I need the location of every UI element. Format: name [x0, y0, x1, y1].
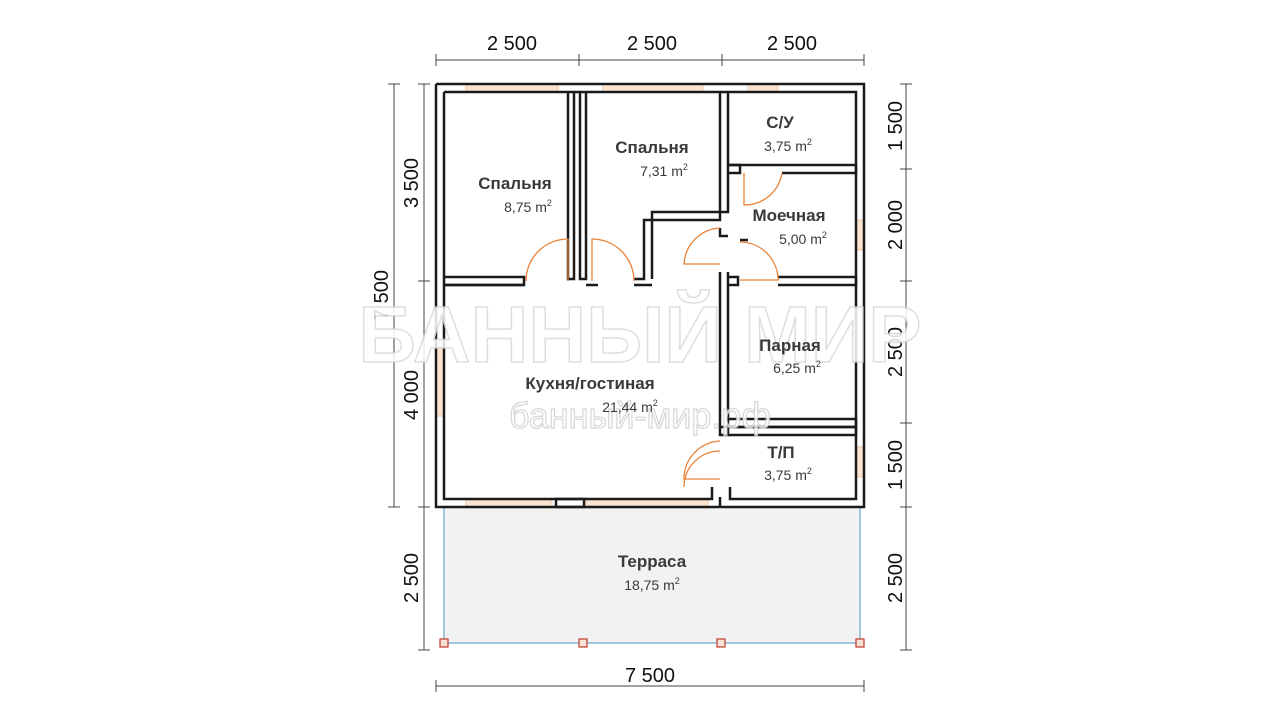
- room-steam: Парная 6,25 m2: [759, 336, 821, 376]
- room-name: Моечная: [752, 206, 825, 225]
- room-name: Т/П: [767, 443, 794, 462]
- door-corridor: [683, 227, 721, 265]
- room-area: 7,31 m2: [640, 162, 688, 179]
- room-name: Спальня: [478, 174, 551, 193]
- terrace-post: [578, 638, 588, 648]
- door-entrance: [683, 450, 721, 488]
- walls: [434, 82, 866, 509]
- wall-bottom-pillar: [554, 497, 586, 509]
- room-wash: Моечная 5,00 m2: [752, 206, 826, 247]
- dim-right-1500-bottom: 1 500: [885, 440, 907, 490]
- room-area: 21,44 m2: [602, 398, 658, 415]
- wall-wc-bottom: [728, 163, 858, 175]
- room-area: 3,75 m2: [764, 466, 812, 483]
- terrace-area: [444, 507, 860, 643]
- terrace-post: [716, 638, 726, 648]
- watermark-site: банный-мир.рф: [509, 395, 771, 436]
- room-kitchen: Кухня/гостиная 21,44 m2: [525, 374, 657, 415]
- room-area: 18,75 m2: [624, 576, 680, 593]
- dim-right-1500-top: 1 500: [885, 101, 907, 151]
- dim-right-2500-terrace: 2 500: [885, 553, 907, 603]
- room-area: 8,75 m2: [504, 198, 552, 215]
- wall-kitchen-right-b: [728, 275, 740, 287]
- terrace-post: [439, 638, 449, 648]
- wall-wc-left: [728, 163, 742, 175]
- outer-wall: [434, 82, 866, 509]
- wall-bedroom-partition: [566, 92, 576, 281]
- dim-top-1: 2 500: [487, 33, 537, 55]
- room-tech: Т/П 3,75 m2: [764, 443, 812, 483]
- dim-top-3: 2 500: [767, 33, 817, 55]
- dim-left-7500: 7 500: [371, 270, 393, 320]
- door-wc: [743, 172, 783, 206]
- dim-left-4000: 4 000: [401, 370, 423, 420]
- wall-bedroom-partition-b: [578, 92, 588, 281]
- room-name: Кухня/гостиная: [525, 374, 654, 393]
- terrace-outline: [443, 507, 861, 644]
- door-wash: [739, 241, 779, 281]
- door-bedroom1: [525, 238, 569, 282]
- dim-left-3500: 3 500: [401, 158, 423, 208]
- dim-left-2500: 2 500: [401, 553, 423, 603]
- wall-kitchen-right: [718, 272, 730, 437]
- room-name: Терраса: [618, 552, 687, 571]
- watermark-brand: БАННЫЙ МИР: [358, 289, 921, 379]
- wall-corridor-right: [718, 228, 748, 242]
- terrace-posts: [439, 638, 865, 648]
- wall-tech-top: [720, 425, 858, 437]
- room-area: 5,00 m2: [779, 230, 827, 247]
- dim-right-2500: 2 500: [885, 327, 907, 377]
- dimension-lines: [388, 54, 912, 692]
- door-tech: [683, 440, 721, 480]
- room-terrace: Терраса 18,75 m2: [618, 552, 687, 593]
- room-name: Парная: [759, 336, 821, 355]
- terrace-post: [855, 638, 865, 648]
- dim-right-2000: 2 000: [885, 200, 907, 250]
- doors: [525, 172, 783, 488]
- room-wc: С/У 3,75 m2: [764, 113, 812, 154]
- room-name: Спальня: [615, 138, 688, 157]
- room-name: С/У: [766, 113, 794, 132]
- dim-bottom: 7 500: [625, 665, 675, 687]
- room-area: 3,75 m2: [764, 137, 812, 154]
- wall-wash-bottom: [778, 275, 858, 287]
- room-bedroom1: Спальня 8,75 m2: [478, 174, 552, 215]
- wall-bedroom2-bottom: [634, 210, 722, 281]
- room-bedroom2: Спальня 7,31 m2: [615, 138, 688, 179]
- door-bedroom2: [591, 238, 635, 282]
- room-area: 6,25 m2: [773, 359, 821, 376]
- dim-top-2: 2 500: [627, 33, 677, 55]
- wall-bedroom2-right: [718, 92, 730, 214]
